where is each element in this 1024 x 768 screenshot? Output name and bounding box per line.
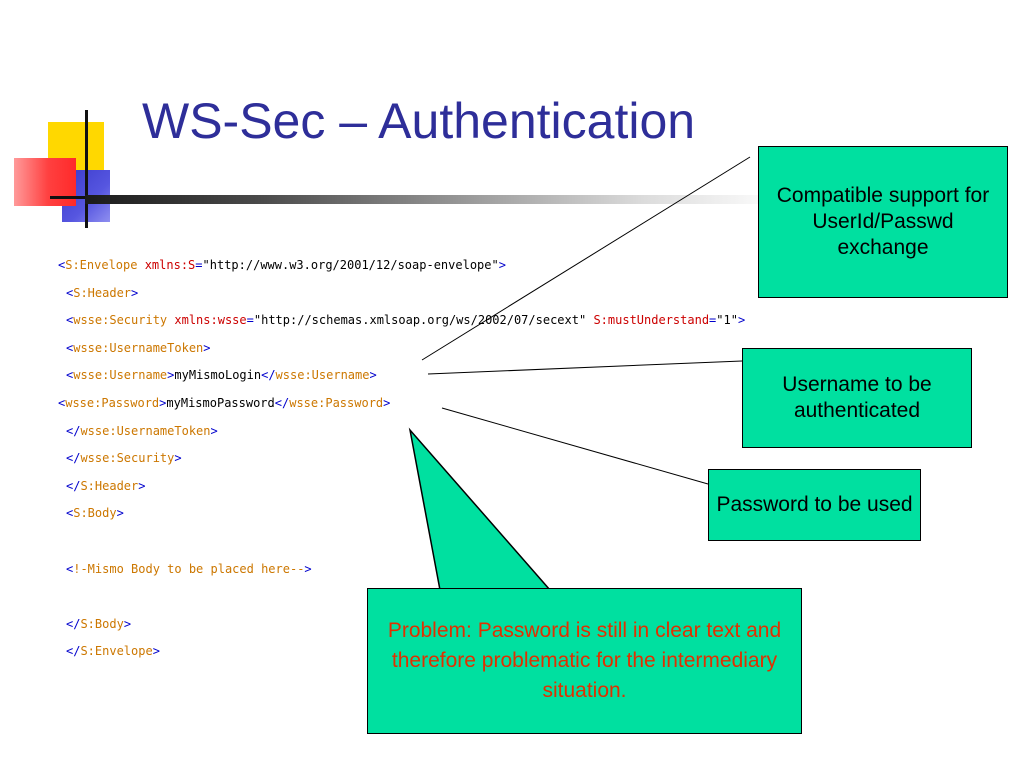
code-token-tag: wsse:UsernameToken bbox=[80, 423, 211, 438]
code-token-tag: wsse:Security bbox=[73, 313, 168, 328]
code-token-del: </ bbox=[66, 644, 81, 659]
callout-username: Username to be authenticated bbox=[742, 348, 972, 448]
code-token-del: > bbox=[369, 368, 377, 383]
code-token-del: </ bbox=[66, 616, 81, 631]
code-token-del: < bbox=[58, 258, 66, 272]
code-token-tag: S:Body bbox=[73, 506, 117, 521]
code-line: <S:Header> bbox=[66, 286, 138, 300]
code-line: </S:Body> bbox=[66, 617, 131, 631]
logo-vertical-line bbox=[85, 110, 88, 228]
code-token-del: > bbox=[138, 478, 146, 493]
connector-password bbox=[441, 407, 709, 485]
code-token-tag: wsse:Username bbox=[73, 368, 168, 383]
code-token-str: "1" bbox=[716, 313, 738, 328]
code-token-attr: S:mustUnderstand bbox=[586, 313, 710, 328]
code-token-comment: !-Mismo Body to be placed here-- bbox=[73, 561, 305, 576]
code-token-del: > bbox=[174, 451, 182, 466]
code-token-del: < bbox=[66, 313, 74, 328]
code-token-tag: wsse:Password bbox=[289, 396, 384, 410]
code-token-del: = bbox=[195, 258, 203, 272]
callout-password: Password to be used bbox=[708, 469, 921, 541]
code-token-tag: S:Envelope bbox=[80, 644, 153, 659]
code-line: <S:Body> bbox=[66, 506, 124, 520]
code-line: <!-Mismo Body to be placed here--> bbox=[66, 562, 312, 576]
code-token-del: < bbox=[58, 396, 66, 410]
code-line: <S:Envelope xmlns:S="http://www.w3.org/2… bbox=[58, 258, 506, 272]
code-token-del: </ bbox=[274, 396, 290, 410]
code-token-del: </ bbox=[66, 478, 81, 493]
code-token-del: < bbox=[66, 368, 74, 383]
title-underline-rule bbox=[85, 195, 785, 204]
code-token-del: </ bbox=[66, 451, 81, 466]
code-token-tag: S:Header bbox=[73, 285, 132, 300]
connector-compatible bbox=[421, 156, 751, 361]
code-token-text: myMismoLogin bbox=[174, 368, 262, 383]
code-token-str: "http://www.w3.org/2001/12/soap-envelope… bbox=[202, 258, 499, 272]
code-line: <wsse:Security xmlns:wsse="http://schema… bbox=[66, 313, 745, 327]
code-token-del: > bbox=[131, 285, 139, 300]
code-token-del: > bbox=[304, 561, 312, 576]
code-token-del: </ bbox=[66, 423, 81, 438]
code-token-del: = bbox=[246, 313, 254, 328]
code-token-del: > bbox=[203, 340, 211, 355]
code-token-str: "http://schemas.xmlsoap.org/ws/2002/07/s… bbox=[253, 313, 587, 328]
code-token-del: > bbox=[159, 396, 167, 410]
code-token-del: < bbox=[66, 285, 74, 300]
code-token-tag: S:Header bbox=[80, 478, 139, 493]
code-token-attr: xmlns:S bbox=[137, 258, 196, 272]
callout-problem: Problem: Password is still in clear text… bbox=[367, 588, 802, 734]
code-token-del: = bbox=[709, 313, 717, 328]
code-token-tag: wsse:Username bbox=[275, 368, 370, 383]
code-token-del: > bbox=[123, 616, 132, 631]
callout-compatible-support: Compatible support for UserId/Passwd exc… bbox=[758, 146, 1008, 298]
code-token-tag: S:Envelope bbox=[65, 258, 138, 272]
code-token-del: > bbox=[498, 258, 506, 272]
code-token-del: </ bbox=[261, 368, 276, 383]
code-token-del: > bbox=[152, 644, 160, 659]
code-token-del: > bbox=[116, 506, 124, 521]
code-token-del: < bbox=[66, 340, 74, 355]
code-line: </S:Header> bbox=[66, 479, 145, 493]
code-line: <wsse:UsernameToken> bbox=[66, 341, 211, 355]
code-token-attr: xmlns:wsse bbox=[167, 313, 247, 328]
code-line: </wsse:Security> bbox=[66, 451, 182, 465]
logo-horizontal-line bbox=[50, 196, 110, 199]
code-line: <wsse:Password>myMismoPassword</wsse:Pas… bbox=[58, 396, 390, 410]
connector-username bbox=[427, 360, 743, 375]
code-token-del: > bbox=[210, 423, 218, 438]
code-token-del: < bbox=[66, 506, 74, 521]
code-token-del: > bbox=[737, 313, 746, 328]
code-token-text: myMismoPassword bbox=[166, 396, 275, 410]
code-token-del: > bbox=[383, 396, 391, 410]
code-token-del: < bbox=[66, 561, 74, 576]
code-token-tag: S:Body bbox=[80, 616, 124, 631]
slide-title: WS-Sec – Authentication bbox=[142, 93, 696, 149]
code-token-tag: wsse:Security bbox=[80, 451, 175, 466]
problem-callout-pointer bbox=[408, 427, 552, 591]
code-line: </wsse:UsernameToken> bbox=[66, 424, 218, 438]
code-token-tag: wsse:UsernameToken bbox=[73, 340, 204, 355]
code-line: </S:Envelope> bbox=[66, 644, 160, 658]
code-token-tag: wsse:Password bbox=[65, 396, 160, 410]
code-token-del: > bbox=[167, 368, 175, 383]
code-line: <wsse:Username>myMismoLogin</wsse:Userna… bbox=[66, 368, 377, 382]
